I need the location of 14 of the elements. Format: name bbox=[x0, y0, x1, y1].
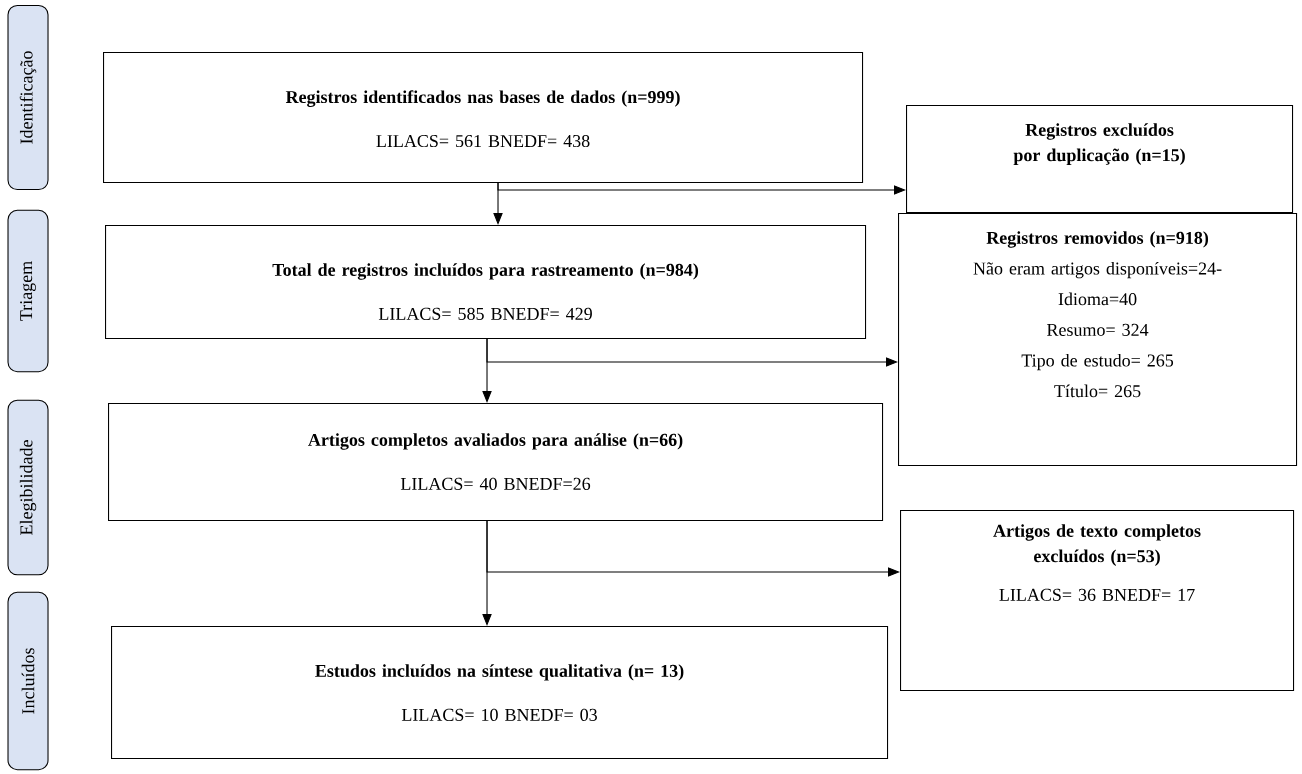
process-box: Total de registros incluídos para rastreamento (n=984) LILACS= 585 BNEDF= 429 bbox=[105, 225, 867, 340]
arrow bbox=[486, 338, 898, 367]
arrow bbox=[497, 182, 906, 195]
process-box: Artigos completos avaliados para análise (n=66) LILACS= 40 BNEDF=26 bbox=[108, 403, 884, 522]
stage-label: Identificação bbox=[7, 4, 49, 191]
exclusion-box: Registros excluídos por duplicação (n=15) bbox=[906, 105, 1294, 214]
process-box: Estudos incluídos na síntese qualitativa (n= 13) LILACS= 10 BNEDF= 03 bbox=[111, 626, 889, 760]
arrow bbox=[486, 520, 900, 577]
stage-label: Incluídos bbox=[7, 591, 49, 771]
stage-label: Elegibilidade bbox=[7, 399, 49, 576]
exclusion-box: Registros removidos (n=918) Não eram artigos disponíveis=24- Idioma=40 Resumo= 324 Tipo de estudo= 265 Título= 265 bbox=[898, 213, 1298, 467]
process-box: Registros identificados nas bases de dados (n=999) LILACS= 561 BNEDF= 438 bbox=[103, 52, 864, 184]
exclusion-box: Artigos de texto completos excluídos (n=53) LILACS= 36 BNEDF= 17 bbox=[900, 510, 1295, 692]
stage-label: Triagem bbox=[7, 209, 49, 373]
